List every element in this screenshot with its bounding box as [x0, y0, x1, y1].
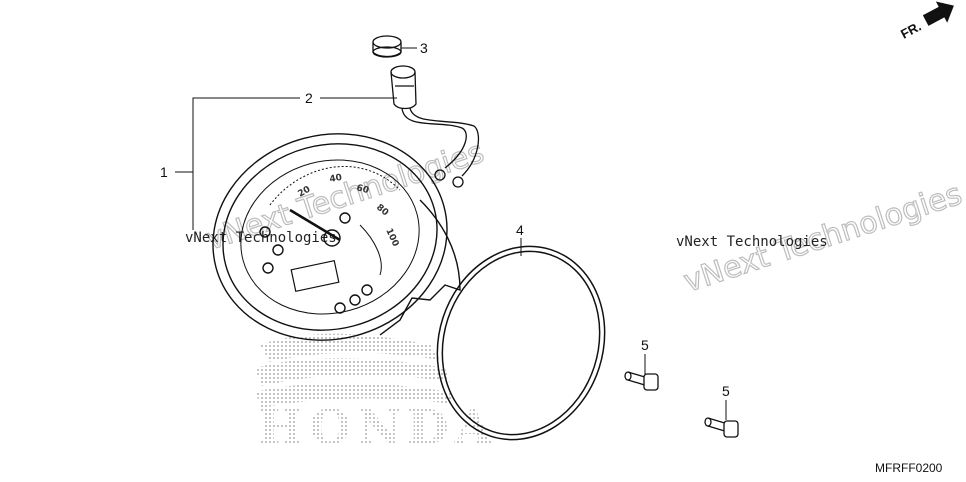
gauge-number-100: 100 — [383, 227, 400, 248]
gauge-number-40: 40 — [329, 173, 343, 185]
callout-1: 1 — [160, 164, 168, 180]
watermark-right: vNext Technologies vNext Technologies — [676, 176, 966, 300]
watermark-small-right: vNext Technologies — [676, 234, 828, 250]
callout-5-lower: 5 — [722, 383, 730, 399]
front-direction-arrow: FR. — [898, 1, 954, 42]
honda-logo-text: HONDA — [258, 400, 498, 456]
leader-lines — [175, 47, 727, 420]
figure-code: MFRFF0200 — [875, 461, 943, 475]
honda-logo-watermark: HONDA — [255, 333, 498, 456]
gauge-number-60: 60 — [355, 183, 370, 196]
lamp-socket-assembly — [372, 35, 480, 188]
callout-4: 4 — [516, 222, 524, 238]
callout-3: 3 — [420, 40, 428, 56]
screw-upper — [624, 371, 659, 391]
front-direction-label: FR. — [898, 19, 924, 42]
speedometer-assembly — [212, 133, 461, 341]
lens-gasket — [436, 245, 606, 441]
callouts: 1 2 3 4 5 5 — [160, 40, 730, 399]
callout-2: 2 — [305, 90, 313, 106]
callout-5-upper: 5 — [641, 337, 649, 353]
watermark-small-left: vNext Technologies — [185, 230, 337, 246]
gauge-number-80: 80 — [374, 203, 390, 219]
screw-lower — [704, 417, 739, 438]
